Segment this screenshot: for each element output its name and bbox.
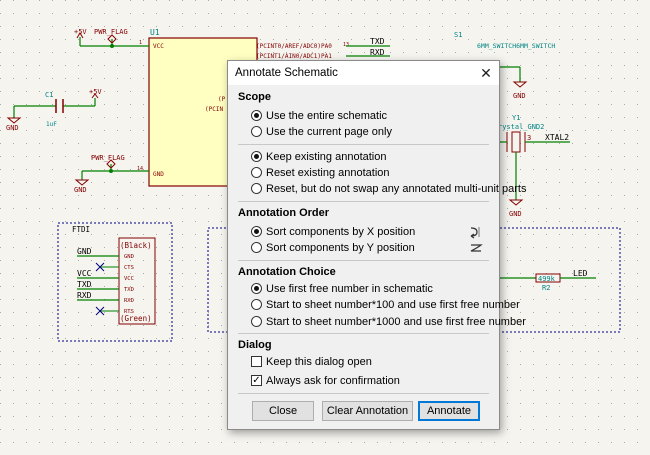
radio-unselected-icon xyxy=(251,183,262,194)
sort-by-x-label: Sort components by X position xyxy=(266,226,416,238)
radio-selected-icon xyxy=(251,226,262,237)
r2-value: 499k xyxy=(538,275,556,283)
xtal2-net-label: XTAL2 xyxy=(545,133,569,142)
radio-unselected-icon xyxy=(251,242,262,253)
radio-unselected-icon xyxy=(251,316,262,327)
pwr-flag-top-label: PWR_FLAG xyxy=(94,28,128,36)
scope-divider xyxy=(238,144,489,145)
annotation-order-heading: Annotation Order xyxy=(238,207,330,219)
dialog-title: Annotate Schematic xyxy=(235,67,338,79)
u1-vcc-pin: VCC xyxy=(153,43,164,50)
y1-value: rystal_GND2 xyxy=(498,123,544,131)
y1-ref: Y1 xyxy=(512,114,520,122)
gnd-s1-label: GND xyxy=(513,92,526,100)
rxd-net-label: RXD xyxy=(370,48,385,57)
ftdi-pin-label: RXD xyxy=(124,298,134,304)
annotate-button[interactable]: Annotate xyxy=(418,401,480,421)
sheet-number-100-label: Start to sheet number*100 and use first … xyxy=(266,299,520,311)
annotate-schematic-dialog: Annotate Schematic ✕ Scope Use the entir… xyxy=(227,60,527,430)
u1-pin-pa0: (PCINT0/AREF/ADC0)PA0 xyxy=(256,43,332,50)
led-net-label: LED xyxy=(573,269,588,278)
gnd-c1-label: GND xyxy=(6,124,19,132)
u1-gnd-pin: GND xyxy=(153,171,164,178)
sheet-number-1000-label: Start to sheet number*1000 and use first… xyxy=(266,316,526,328)
reset-no-swap-label: Reset, but do not swap any annotated mul… xyxy=(266,183,527,195)
ftdi-pin-label: GND xyxy=(124,254,134,260)
u1-pin14-num: 14 xyxy=(137,166,143,172)
keep-existing-annotation-label: Keep existing annotation xyxy=(266,151,387,163)
s1-ref: S1 xyxy=(454,31,462,39)
annotation-choice-heading: Annotation Choice xyxy=(238,266,336,278)
section-divider xyxy=(238,201,489,202)
ftdi-pin-label: CTS xyxy=(124,265,134,271)
clear-annotation-button[interactable]: Clear Annotation xyxy=(322,401,413,421)
gnd-y1-label: GND xyxy=(509,210,522,218)
s1-value: 6MM_SWITCH6MM_SWITCH xyxy=(477,42,555,50)
y1-pin3: 3 xyxy=(527,134,531,142)
checkbox-unchecked-icon xyxy=(251,356,262,367)
u1-pin13-num: 13 xyxy=(343,42,349,48)
pwr-flag-bottom-label: PWR_FLAG xyxy=(91,154,125,162)
u1-pin-pa1: (PCINT1/AIN0/ADC1)PA1 xyxy=(256,53,332,60)
radio-unselected-icon xyxy=(251,299,262,310)
c1-ref: C1 xyxy=(45,91,53,99)
scope-entire-schematic-label: Use the entire schematic xyxy=(266,110,388,122)
section-divider xyxy=(238,260,489,261)
u1-pin1-num: 1 xyxy=(139,40,142,46)
scope-current-page-label: Use the current page only xyxy=(266,126,392,138)
txd-net-label: TXD xyxy=(370,37,385,46)
ftdi-pin-label: TXD xyxy=(124,287,134,293)
sort-y-icon xyxy=(470,244,483,252)
dialog-titlebar[interactable]: Annotate Schematic ✕ xyxy=(228,61,499,85)
ftdi-connector[interactable] xyxy=(118,237,156,325)
radio-unselected-icon xyxy=(251,167,262,178)
ftdi-gnd-net: GND xyxy=(77,247,92,256)
ftdi-rxd-net: RXD xyxy=(77,291,92,300)
r2-ref: R2 xyxy=(542,284,550,292)
radio-selected-icon xyxy=(251,151,262,162)
first-free-number-label: Use first free number in schematic xyxy=(266,283,433,295)
radio-selected-icon xyxy=(251,110,262,121)
plus5v-top-label: +5V xyxy=(74,28,87,36)
close-icon[interactable]: ✕ xyxy=(480,65,492,81)
gnd-bottom-label: GND xyxy=(74,186,87,194)
ftdi-green: (Green) xyxy=(120,314,152,323)
plus5v-left-label: +5V xyxy=(89,88,102,96)
ftdi-pin-label: RTS xyxy=(124,309,134,315)
section-divider xyxy=(238,333,489,334)
ftdi-sheet[interactable] xyxy=(57,222,173,342)
sort-by-y-label: Sort components by Y position xyxy=(266,242,415,254)
u1-pin-frag1: (P xyxy=(218,96,226,103)
keep-dialog-open-label: Keep this dialog open xyxy=(266,356,372,368)
radio-unselected-icon xyxy=(251,126,262,137)
ftdi-pin-label: VCC xyxy=(124,276,134,282)
sort-x-icon xyxy=(470,227,480,239)
u1-pin-frag2: (PCIN xyxy=(205,106,223,113)
button-divider xyxy=(238,393,489,394)
checkbox-checked-icon: ✓ xyxy=(251,375,262,386)
radio-selected-icon xyxy=(251,283,262,294)
close-button[interactable]: Close xyxy=(252,401,314,421)
u1-ref: U1 xyxy=(150,28,160,37)
reset-existing-annotation-label: Reset existing annotation xyxy=(266,167,390,179)
dialog-options-heading: Dialog xyxy=(238,339,272,351)
c1-value: 1uF xyxy=(46,121,57,128)
ftdi-title: FTDI xyxy=(72,225,90,234)
ftdi-black: (Black) xyxy=(120,241,152,250)
always-ask-confirmation-label: Always ask for confirmation xyxy=(266,375,400,387)
ftdi-vcc-net: VCC xyxy=(77,269,92,278)
ftdi-txd-net: TXD xyxy=(77,280,92,289)
scope-heading: Scope xyxy=(238,91,272,103)
